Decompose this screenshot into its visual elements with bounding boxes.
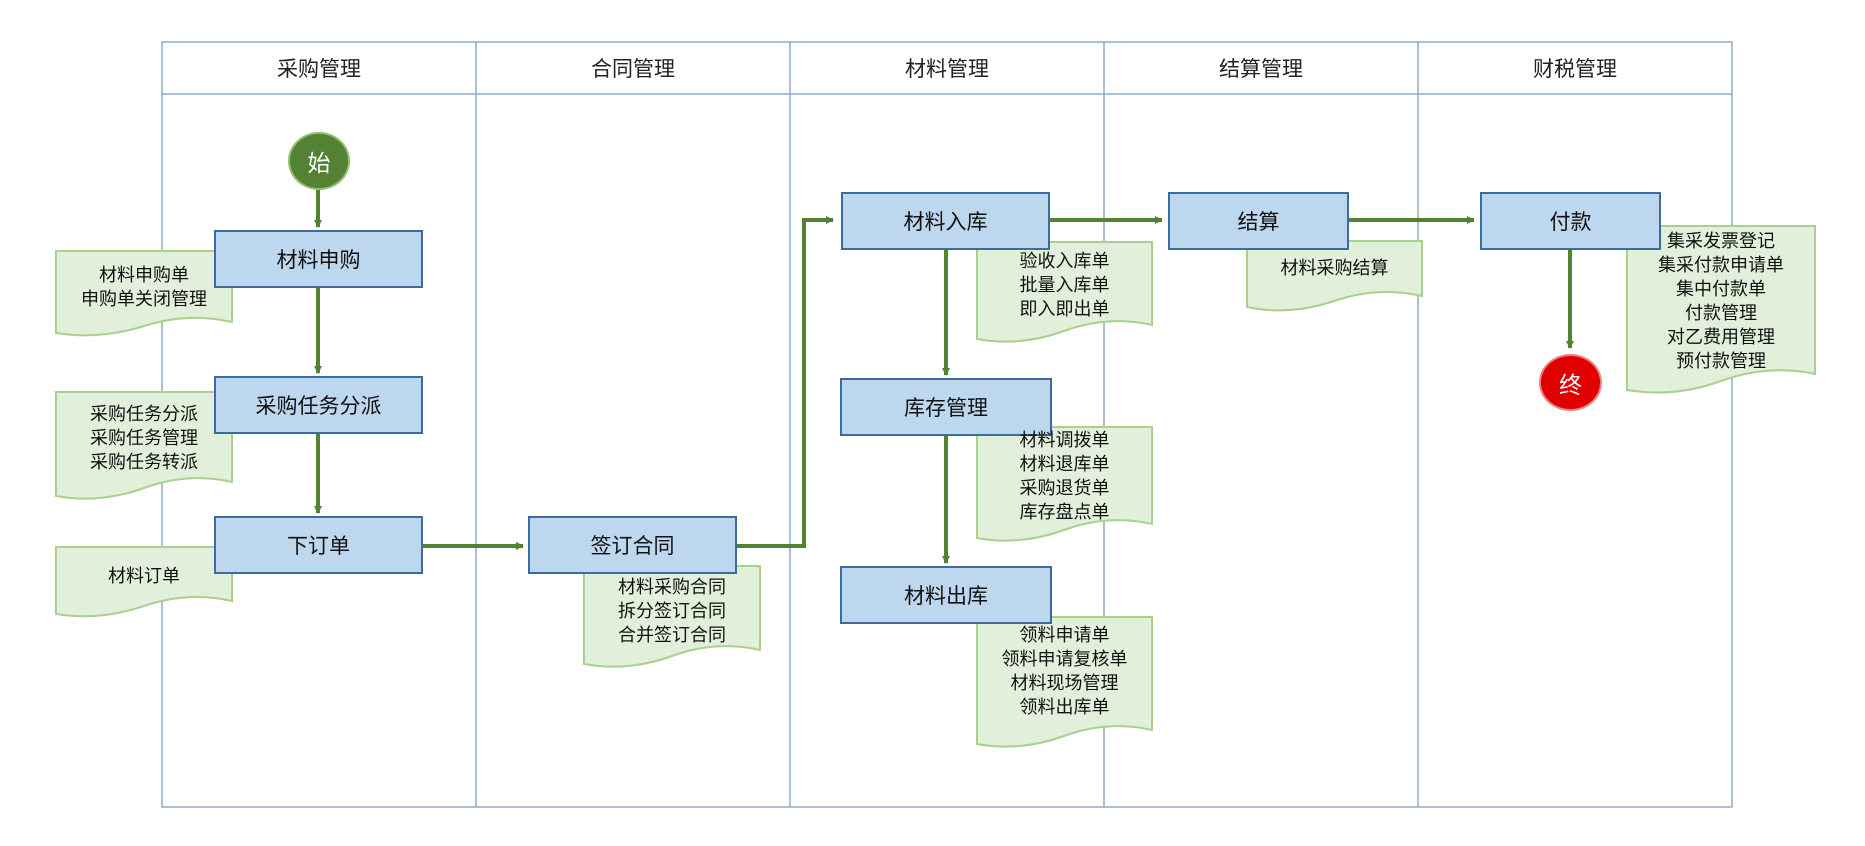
doc-line: 材料调拨单: [1019, 430, 1110, 451]
end-node: 终: [1539, 354, 1602, 411]
doc-line: 材料申购单: [99, 265, 189, 286]
doc-shape-settlement: [1246, 240, 1423, 312]
doc-line: 材料现场管理: [1010, 673, 1119, 694]
process-sign-contract: 签订合同: [528, 516, 737, 574]
doc-line: 即入即出单: [1019, 299, 1110, 320]
doc-stock-in: 验收入库单 批量入库单 即入即出单: [977, 250, 1152, 322]
process-stock-in: 材料入库: [841, 192, 1050, 250]
doc-inventory: 材料调拨单 材料退库单 采购退货单 库存盘点单: [977, 429, 1152, 525]
doc-line: 拆分签订合同: [618, 601, 726, 622]
lane-header-material: 材料管理: [905, 57, 989, 81]
doc-line: 材料订单: [108, 566, 180, 587]
doc-shape-stock-in: [976, 241, 1153, 343]
doc-line: 采购任务转派: [90, 452, 198, 473]
doc-shape-order: [55, 546, 233, 618]
doc-stock-out: 领料申请单 领料申请复核单 材料现场管理 领料出库单: [977, 624, 1152, 720]
doc-shape-stock-out: [976, 616, 1153, 748]
doc-shape-payment: [1626, 225, 1816, 394]
lane-header-contract: 合同管理: [591, 57, 675, 81]
doc-shape-sign-contract: [583, 565, 761, 668]
doc-line: 采购退货单: [1019, 478, 1110, 499]
process-stock-out: 材料出库: [840, 566, 1052, 624]
arrow-contract-to-stock-in: [736, 216, 834, 548]
doc-line: 采购任务分派: [90, 404, 198, 425]
lane-header-procurement: 采购管理: [277, 57, 361, 81]
doc-line: 预付款管理: [1676, 351, 1766, 372]
process-settlement: 结算: [1168, 192, 1349, 250]
doc-line: 库存盘点单: [1019, 502, 1110, 523]
doc-shape-task-dispatch: [55, 391, 233, 500]
doc-line: 领料出库单: [1019, 697, 1110, 718]
lane-header-finance-tax: 财税管理: [1533, 57, 1617, 81]
doc-line: 对乙费用管理: [1667, 327, 1775, 348]
doc-line: 集中付款单: [1676, 279, 1766, 300]
doc-line: 合并签订合同: [618, 625, 726, 646]
doc-order: 材料订单: [56, 565, 232, 589]
doc-line: 领料申请复核单: [1001, 649, 1128, 670]
doc-shape-requisition: [55, 250, 233, 337]
doc-line: 材料采购合同: [618, 577, 726, 598]
doc-line: 申购单关闭管理: [81, 289, 207, 310]
doc-settlement: 材料采购结算: [1247, 257, 1422, 281]
doc-line: 领料申请单: [1019, 625, 1110, 646]
doc-task-dispatch: 采购任务分派 采购任务管理 采购任务转派: [56, 403, 232, 475]
process-inventory: 库存管理: [840, 378, 1052, 436]
doc-line: 材料采购结算: [1280, 258, 1389, 279]
process-material-requisition: 材料申购: [214, 230, 423, 288]
doc-line: 采购任务管理: [90, 428, 198, 449]
process-place-order: 下订单: [214, 516, 423, 574]
doc-line: 验收入库单: [1019, 251, 1110, 272]
process-task-dispatch: 采购任务分派: [214, 376, 423, 434]
process-payment: 付款: [1480, 192, 1661, 250]
doc-line: 材料退库单: [1019, 454, 1110, 475]
doc-sign-contract: 材料采购合同 拆分签订合同 合并签订合同: [584, 576, 760, 648]
doc-line: 集采发票登记: [1667, 231, 1775, 252]
doc-line: 集采付款申请单: [1658, 255, 1784, 276]
doc-line: 批量入库单: [1019, 275, 1110, 296]
doc-payment: 集采发票登记 集采付款申请单 集中付款单 付款管理 对乙费用管理 预付款管理: [1627, 230, 1815, 374]
lane-header-settlement: 结算管理: [1219, 57, 1303, 81]
doc-line: 付款管理: [1685, 303, 1757, 324]
start-node: 始: [288, 132, 350, 190]
doc-shape-inventory: [976, 426, 1153, 542]
doc-requisition: 材料申购单 申购单关闭管理: [56, 264, 232, 312]
